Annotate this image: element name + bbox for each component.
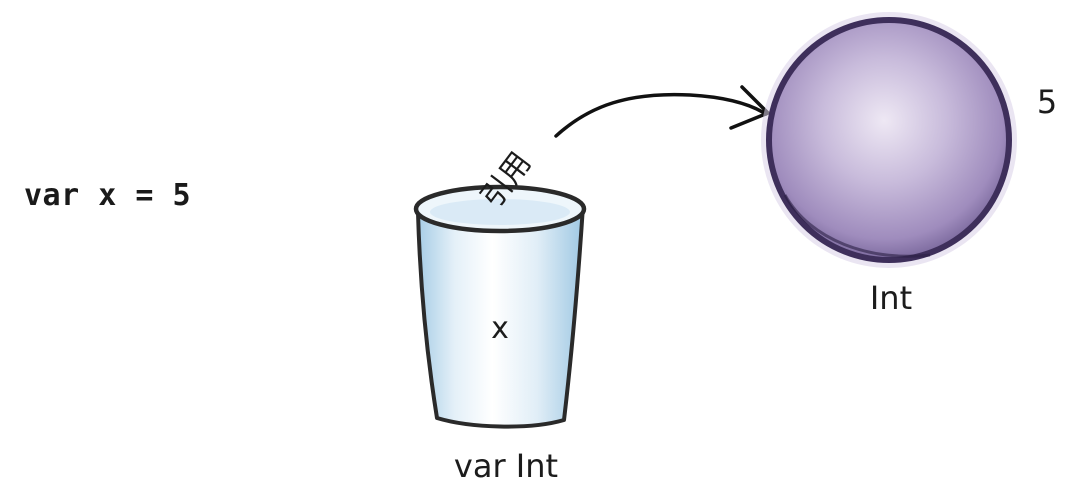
object-value: 5 — [1037, 83, 1057, 121]
code-statement: var x = 5 — [24, 178, 192, 213]
variable-cup: x var Int — [413, 184, 587, 485]
cup-body — [416, 204, 585, 429]
variable-name: x — [491, 311, 509, 346]
reference-arrow — [554, 85, 770, 138]
int-object: 5 Int — [761, 12, 1057, 317]
object-ball — [766, 17, 1012, 263]
object-type-label: Int — [870, 279, 912, 317]
variable-type-label: var Int — [454, 447, 558, 485]
